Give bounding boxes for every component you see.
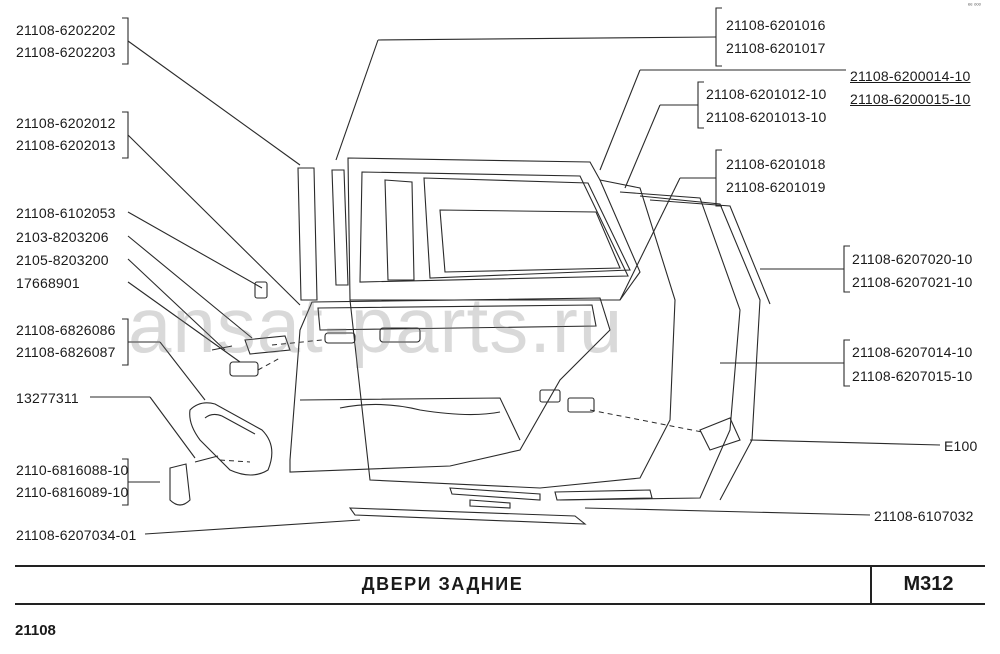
part-label: 21108-6201017 xyxy=(726,40,826,56)
part-label: 21108-6202202 xyxy=(16,22,116,38)
part-label: 21108-6200014-10 xyxy=(850,68,971,84)
footer-divider xyxy=(870,566,872,604)
part-label: 2103-8203206 xyxy=(16,229,109,245)
corner-mark: ᵉᵉ ᵒᵒᵒ xyxy=(968,3,981,9)
part-label: 21108-6202013 xyxy=(16,137,116,153)
part-label: 21108-6102053 xyxy=(16,205,116,221)
part-label: 21108-6202012 xyxy=(16,115,116,131)
part-label: 21108-6207020-10 xyxy=(852,251,973,267)
door-assembly-diagram xyxy=(90,7,941,535)
sheet-title: ДВЕРИ ЗАДНИЕ xyxy=(361,574,524,594)
part-label: 2105-8203200 xyxy=(16,252,109,268)
part-label: 21108-6207021-10 xyxy=(852,274,973,290)
part-label: 21108-6200015-10 xyxy=(850,91,971,107)
part-label: 2110-6816088-10 xyxy=(16,462,129,478)
part-label: 21108-6207034-01 xyxy=(16,527,137,543)
part-label: 21108-6107032 xyxy=(874,508,974,524)
part-label: 21108-6207014-10 xyxy=(852,344,973,360)
part-label: 2110-6816089-10 xyxy=(16,484,129,500)
part-label: 21108-6201019 xyxy=(726,179,826,195)
footer-rule-top xyxy=(15,565,985,567)
part-label: 21108-6201012-10 xyxy=(706,86,827,102)
part-label: 21108-6201013-10 xyxy=(706,109,827,125)
sheet-code: M312 xyxy=(903,573,954,595)
part-label: 13277311 xyxy=(16,390,79,406)
footer-rule-bottom xyxy=(15,603,985,605)
part-label: 21108-6201016 xyxy=(726,17,826,33)
part-label: 17668901 xyxy=(16,275,80,291)
part-label: E100 xyxy=(944,438,978,454)
part-label: 21108-6826087 xyxy=(16,344,116,360)
part-label: 21108-6201018 xyxy=(726,156,826,172)
part-label: 21108-6202203 xyxy=(16,44,116,60)
model-number: 21108 xyxy=(15,622,56,639)
part-label: 21108-6826086 xyxy=(16,322,116,338)
part-label: 21108-6207015-10 xyxy=(852,368,973,384)
